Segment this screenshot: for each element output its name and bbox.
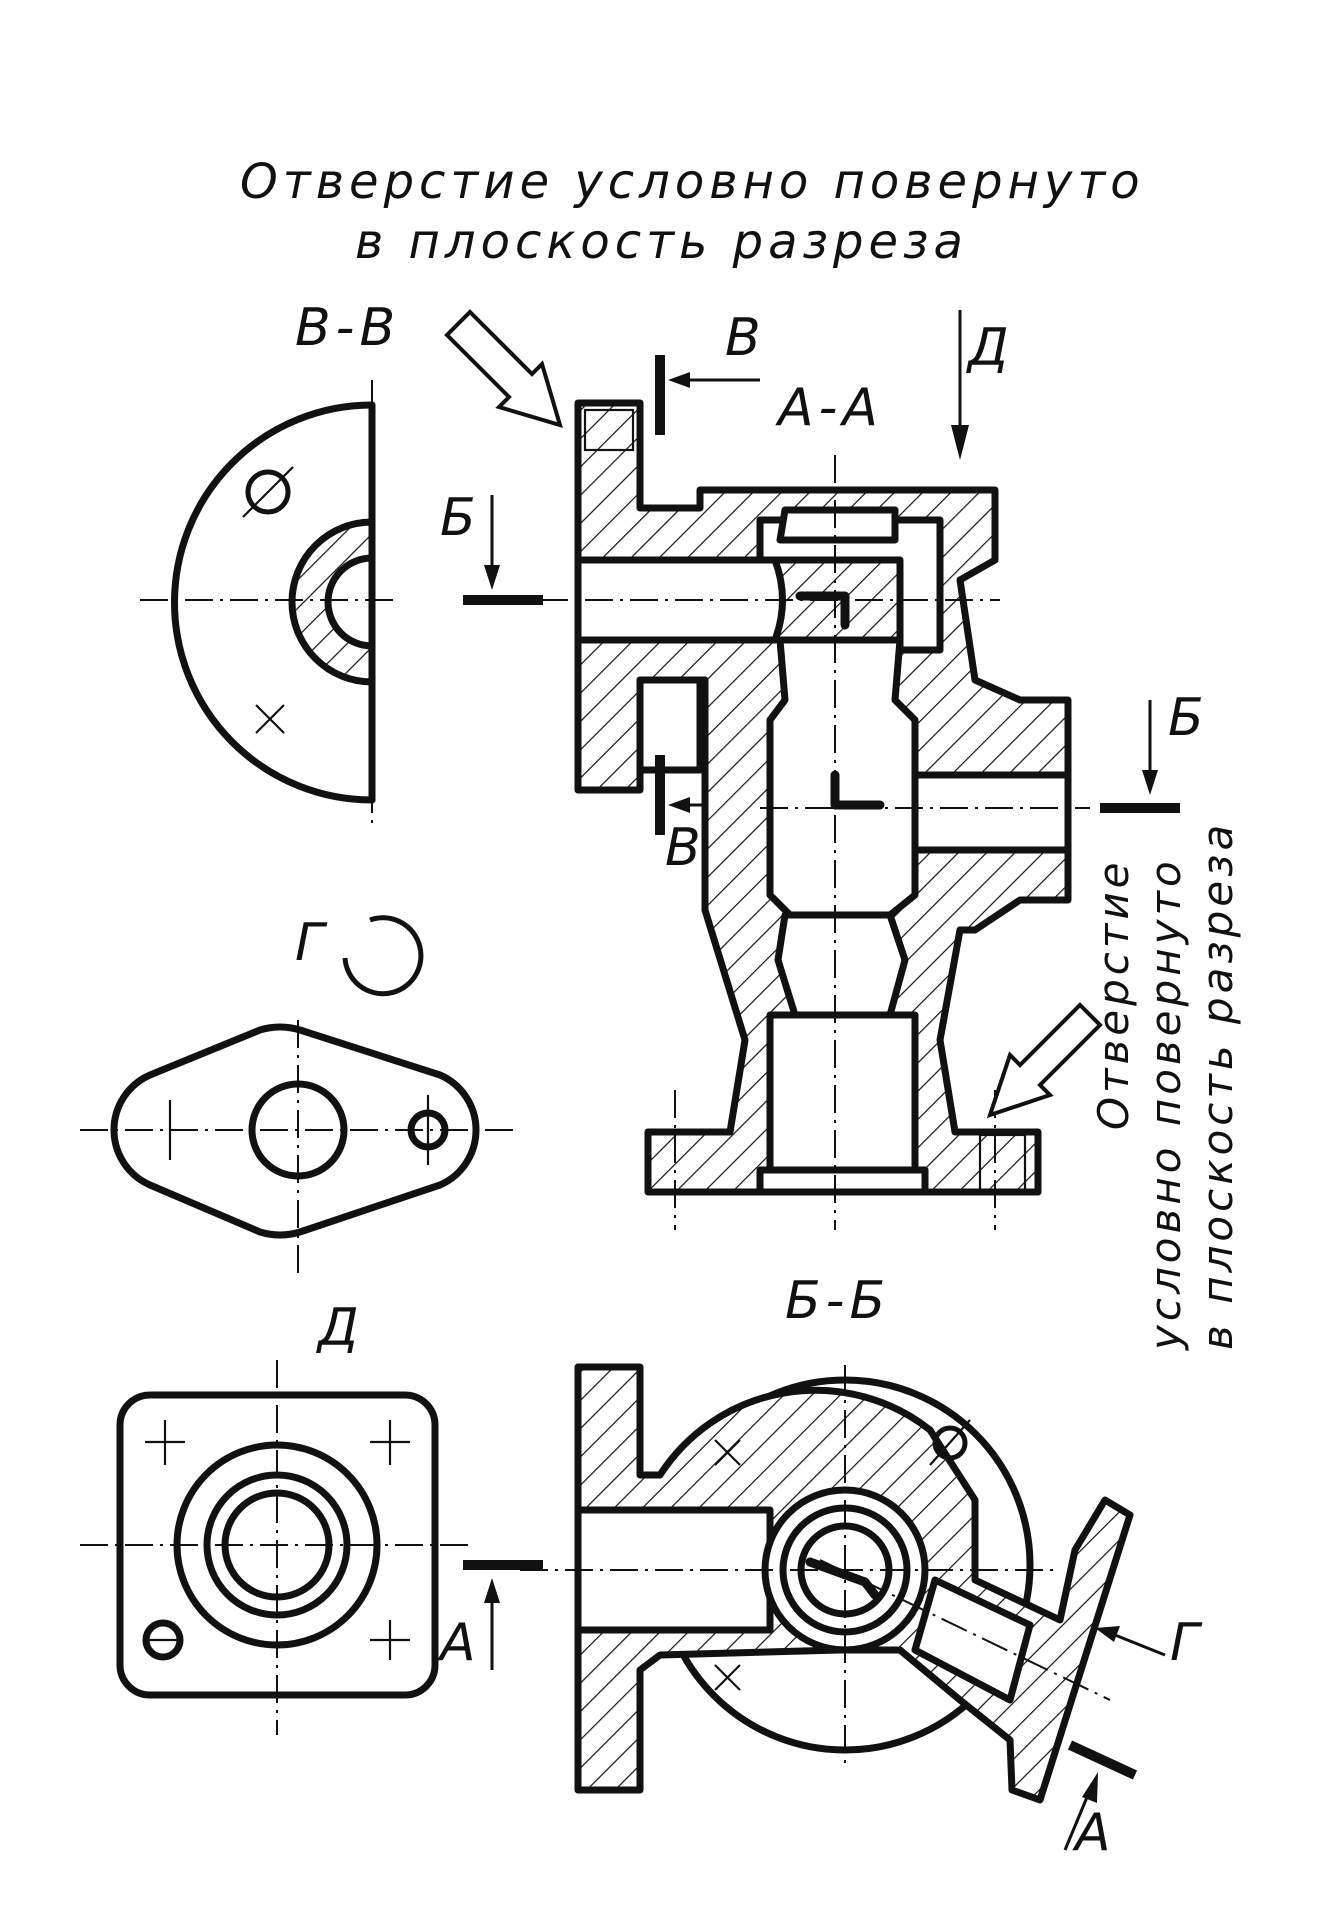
section-aa-label: А-А <box>775 378 883 438</box>
cutting-plane-marks: В В Б Б Д <box>440 308 1209 878</box>
view-d: Д <box>80 1298 470 1735</box>
cut-v-bottom-letter: В <box>665 818 706 878</box>
top-note-line-2: в плоскость разреза <box>355 214 968 270</box>
view-d-label: Д <box>316 1298 364 1358</box>
cut-a-left: А <box>437 1560 543 1673</box>
side-note-line-1: Отверстие <box>1089 859 1138 1130</box>
side-note-line-2: условно повернуто <box>1141 857 1190 1352</box>
side-note-line-3: в плоскость разреза <box>1193 821 1242 1350</box>
cut-a-left-letter: А <box>437 1613 481 1673</box>
pointer-arrow-bottom <box>986 1002 1103 1119</box>
section-vv-label: В-В <box>295 298 400 358</box>
cut-b-right-letter: Б <box>1168 688 1209 748</box>
section-aa-view: А-А <box>540 378 1090 1230</box>
cut-b-left-letter: Б <box>440 488 481 548</box>
cut-g-letter: Г <box>1170 1613 1204 1673</box>
cut-a-right-and-g: А Г <box>1063 1613 1204 1863</box>
side-note: Отверстие условно повернуто в плоскость … <box>1089 821 1242 1352</box>
view-g-label: Г <box>295 913 329 973</box>
top-note-line-1: Отверстие условно повернуто <box>240 154 1145 210</box>
pointer-arrow-top <box>444 309 563 428</box>
cut-a-right-letter: А <box>1072 1803 1116 1863</box>
section-bb-view: Б-Б <box>520 1271 1134 1804</box>
view-g: Г <box>80 913 520 1275</box>
section-vv-view: В-В <box>140 298 400 825</box>
cut-d-letter: Д <box>966 318 1014 378</box>
cut-v-top-letter: В <box>725 308 766 368</box>
section-bb-label: Б-Б <box>785 1271 890 1331</box>
